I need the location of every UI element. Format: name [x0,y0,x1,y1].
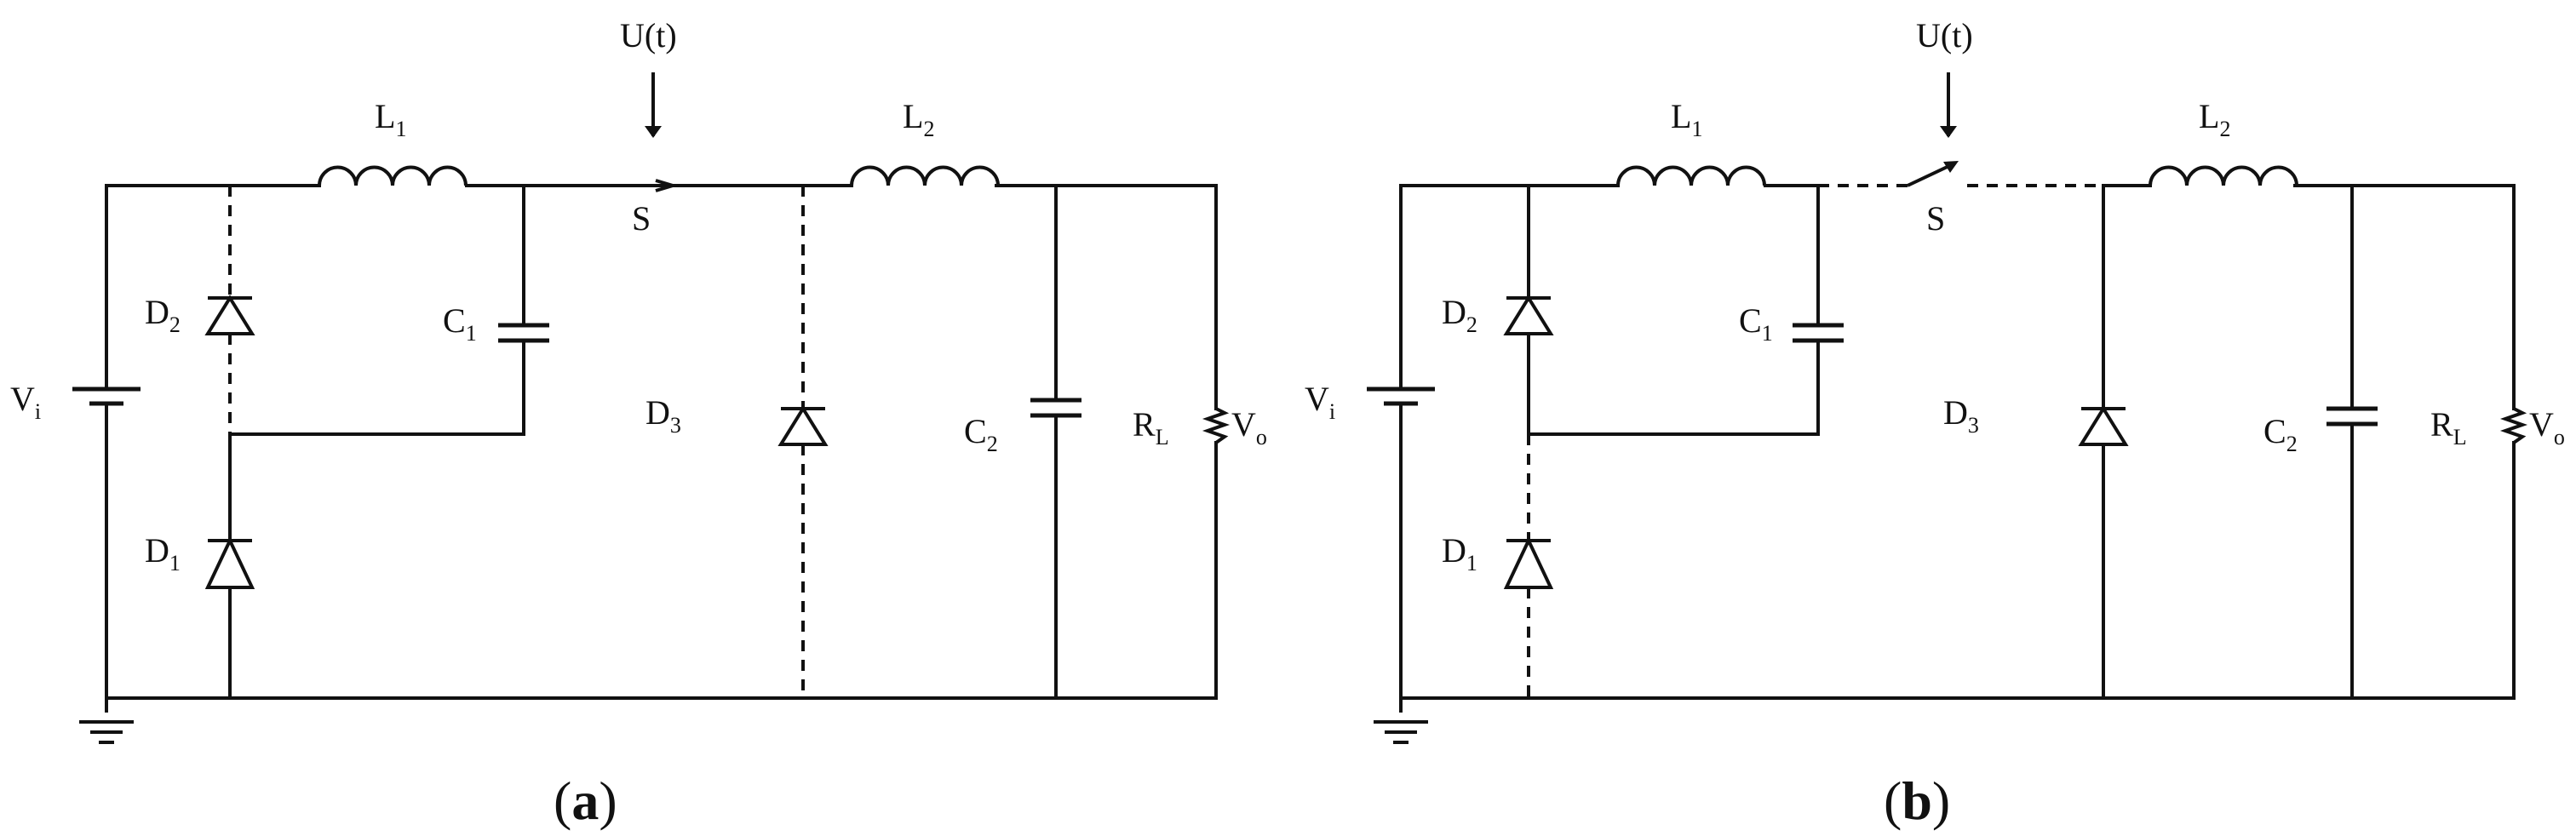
panel-a-capacitor-c1 [498,323,549,343]
panel-b: U(t) L1 L2 S C1 C2 D2 D1 D3 Vi RL Vo (b) [1305,16,2565,831]
panel-a-label-input: U(t) [620,16,677,54]
panel-a-inductor-l1 [318,165,468,186]
panel-b-inactive-paths [1527,184,2103,698]
panel-a-label-c2: C2 [964,412,998,456]
panel-b-label-l2: L2 [2199,97,2230,141]
panel-b-capacitor-c1 [1793,323,1844,343]
panel-a-label-l1: L1 [375,97,406,141]
panel-b-label-d3: D3 [1943,393,1979,438]
panel-a-label-c1: C1 [443,301,477,346]
panel-b-switch-s [1907,161,1959,187]
panel-a-label-vo: Vo [1231,405,1267,449]
panel-b-wires [1399,184,2516,713]
panel-b-diode-d3 [2078,405,2129,446]
panel-a-resistor-rl [1202,407,1231,444]
panel-b-label-d2: D2 [1442,293,1477,337]
panel-a-label-d1: D1 [145,531,181,575]
panel-b-inductor-l2 [2149,165,2298,186]
panel-a-diode-d2 [204,295,255,335]
panel-b-label-c1: C1 [1739,301,1773,346]
panel-a-diode-d3 [777,405,829,446]
panel-a-capacitor-c2 [1030,398,1081,418]
panel-a-label-rl: RL [1133,405,1169,449]
panel-b-capacitor-c2 [2326,406,2378,427]
panel-a-ground-icon [79,720,134,744]
panel-b-input-arrow-icon [1940,72,1957,138]
panel-a-source-vi [72,387,141,406]
panel-a-caption: (a) [554,770,617,831]
panel-a-diode-d1 [204,536,255,589]
panel-b-diode-d2 [1503,295,1554,335]
panel-a-label-d2: D2 [145,293,181,337]
panel-b-label-l1: L1 [1671,97,1702,141]
panel-a-label-l2: L2 [903,97,934,141]
panel-b-source-vi [1367,387,1435,406]
panel-b-label-vo: Vo [2529,405,2565,449]
panel-a-wires [105,184,1218,713]
panel-a-label-switch: S [632,199,651,238]
panel-b-label-input: U(t) [1916,16,1973,54]
panel-a-inductor-l2 [850,165,1000,186]
panel-b-label-switch: S [1926,199,1945,238]
panel-a-input-arrow-icon [645,72,662,138]
panel-a: U(t) L1 L2 S C1 C2 D2 D1 D3 Vi RL Vo (a) [10,16,1267,831]
panel-a-inactive-paths [228,186,805,698]
panel-b-label-rl: RL [2430,405,2467,449]
panel-b-label-c2: C2 [2263,412,2298,456]
panel-a-switch-s [655,179,679,192]
panel-b-diode-d1 [1503,536,1554,589]
panel-b-ground-icon [1374,720,1428,744]
panel-a-label-vi: Vi [10,380,41,424]
panel-b-label-vi: Vi [1305,380,1335,424]
panel-b-caption: (b) [1884,770,1950,831]
panel-a-label-d3: D3 [645,393,681,438]
panel-b-inductor-l1 [1616,165,1766,186]
panel-b-label-d1: D1 [1442,531,1477,575]
panel-b-resistor-rl [2499,407,2528,444]
